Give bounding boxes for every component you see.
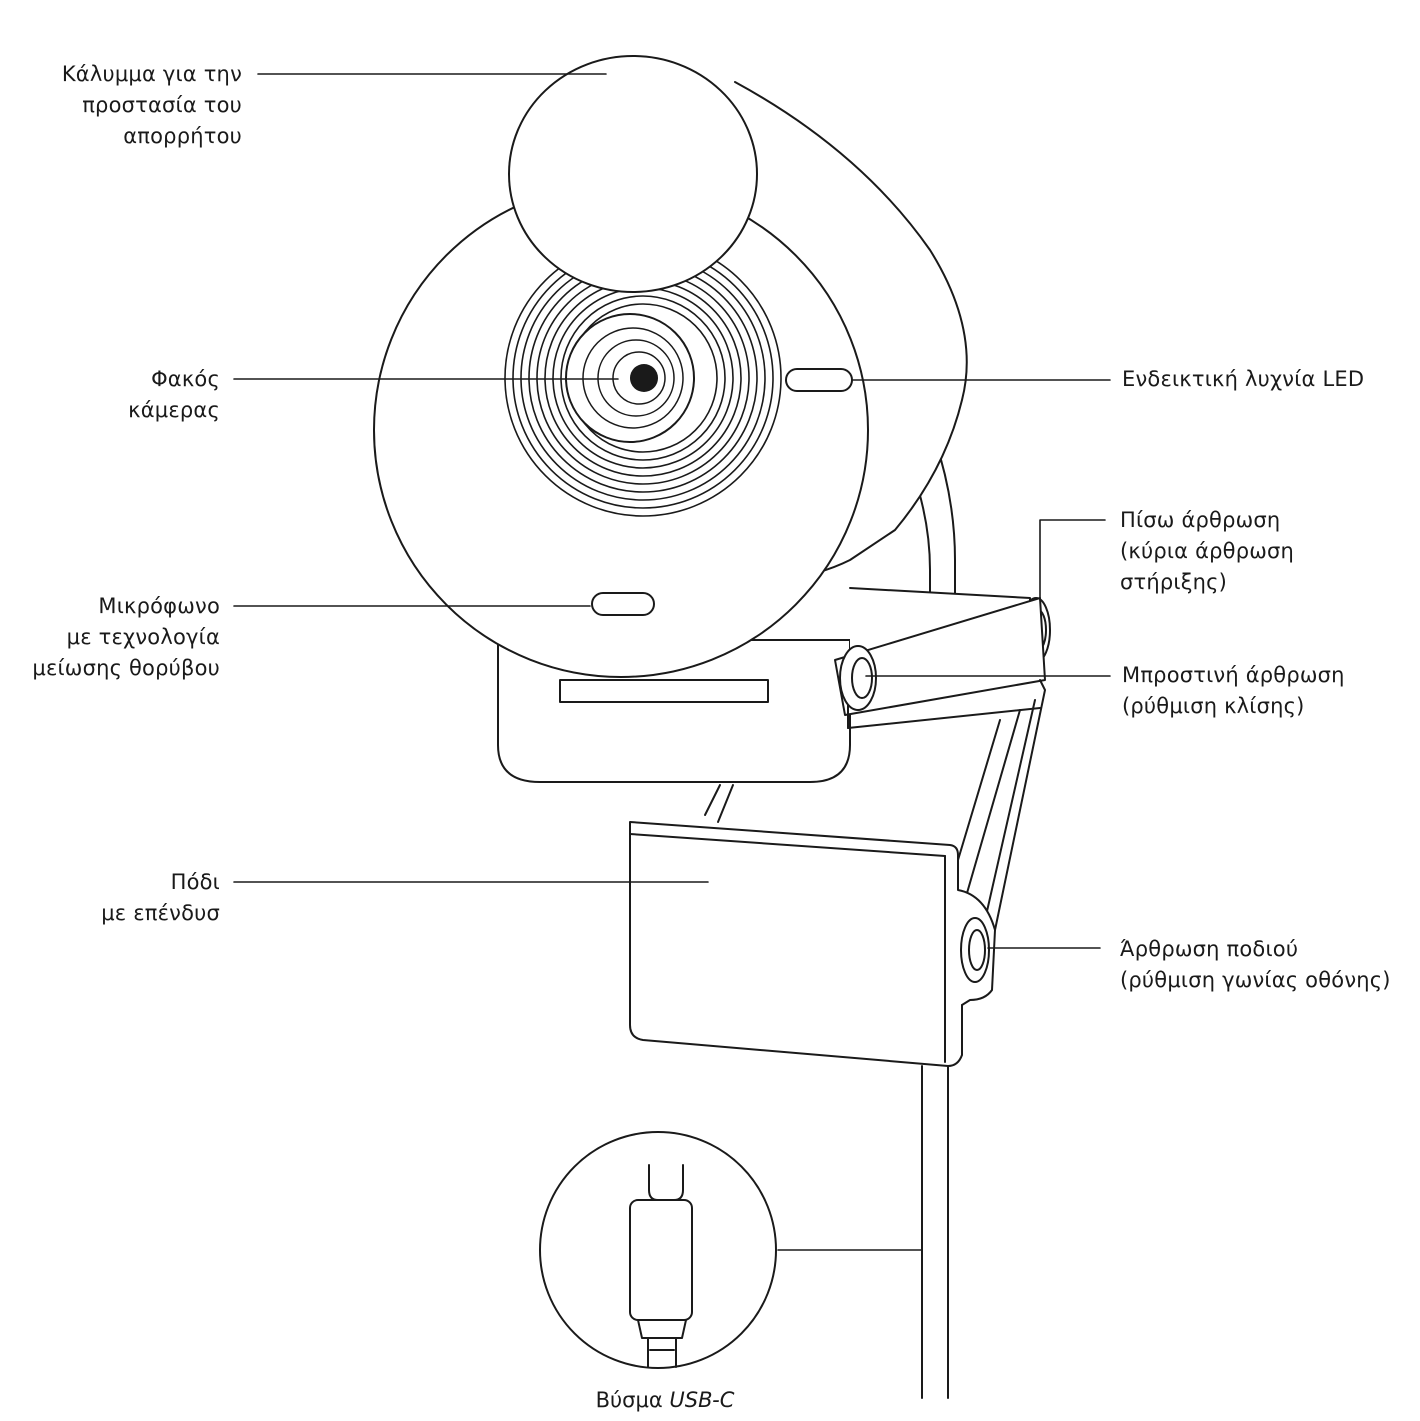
- led-light-line-1: Ενδεικτική λυχνία LED: [1122, 367, 1365, 391]
- base-slot: [559, 679, 769, 703]
- leader-rear-hinge: [1039, 519, 1106, 601]
- rear-hinge-line-3: στήριξης): [1120, 570, 1228, 594]
- microphone-shape: [591, 592, 655, 616]
- label-usb-plug: Βύσμα USB-C: [540, 1386, 790, 1414]
- padded-foot-line-1: Πόδι: [170, 870, 220, 894]
- microphone-line-3: μείωσης θορύβου: [32, 656, 220, 680]
- usb-c-detail: [539, 1131, 777, 1369]
- privacy-cover-line-2: προστασία του: [82, 93, 242, 117]
- label-led-light: Ενδεικτική λυχνία LED: [1122, 364, 1364, 395]
- front-hinge-shape: [834, 597, 1046, 729]
- label-privacy-cover: Κάλυμμα για την προστασία του απορρήτου: [62, 59, 242, 152]
- foot-hinge-line-2: (ρύθμιση γωνίας οθόνης): [1120, 968, 1391, 992]
- leader-lines: [233, 73, 1111, 1251]
- foot-hinge-shape: [960, 917, 990, 983]
- privacy-cover-line-1: Κάλυμμα για την: [61, 62, 242, 86]
- microphone-line-1: Μικρόφωνο: [98, 594, 220, 618]
- rear-hinge-line-1: Πίσω άρθρωση: [1120, 508, 1281, 532]
- support-strut: [954, 679, 1046, 931]
- front-hinge-line-1: Μπροστινή άρθρωση: [1122, 663, 1345, 687]
- usb-plug-type: USB-C: [669, 1388, 735, 1412]
- neck-cable: [704, 784, 734, 823]
- front-hinge-line-2: (ρύθμιση κλίσης): [1122, 694, 1305, 718]
- padded-foot-line-2: με επένδυσ: [101, 901, 220, 925]
- privacy-cover-line-3: απορρήτου: [123, 124, 242, 148]
- rear-hinge-line-2: (κύρια άρθρωση: [1120, 539, 1295, 563]
- label-padded-foot: Πόδι με επένδυσ: [101, 867, 220, 929]
- label-camera-lens: Φακός κάμερας: [128, 364, 220, 426]
- privacy-cover-shape: [508, 55, 758, 293]
- microphone-line-2: με τεχνολογία: [66, 625, 220, 649]
- label-foot-hinge: Άρθρωση ποδιού (ρύθμιση γωνίας οθόνης): [1120, 934, 1391, 996]
- label-rear-hinge: Πίσω άρθρωση (κύρια άρθρωση στήριξης): [1120, 505, 1294, 598]
- usb-cable: [921, 1065, 949, 1399]
- foot-hinge-line-1: Άρθρωση ποδιού: [1120, 937, 1299, 961]
- label-front-hinge: Μπροστινή άρθρωση (ρύθμιση κλίσης): [1122, 660, 1345, 722]
- camera-lens-line-1: Φακός: [151, 367, 220, 391]
- usb-plug-prefix: Βύσμα: [595, 1388, 663, 1412]
- padded-foot-shape: [629, 821, 996, 1067]
- lens-center: [565, 313, 695, 443]
- led-indicator-shape: [785, 368, 853, 392]
- camera-lens-line-2: κάμερας: [128, 398, 220, 422]
- label-microphone: Μικρόφωνο με τεχνολογία μείωσης θορύβου: [32, 591, 220, 684]
